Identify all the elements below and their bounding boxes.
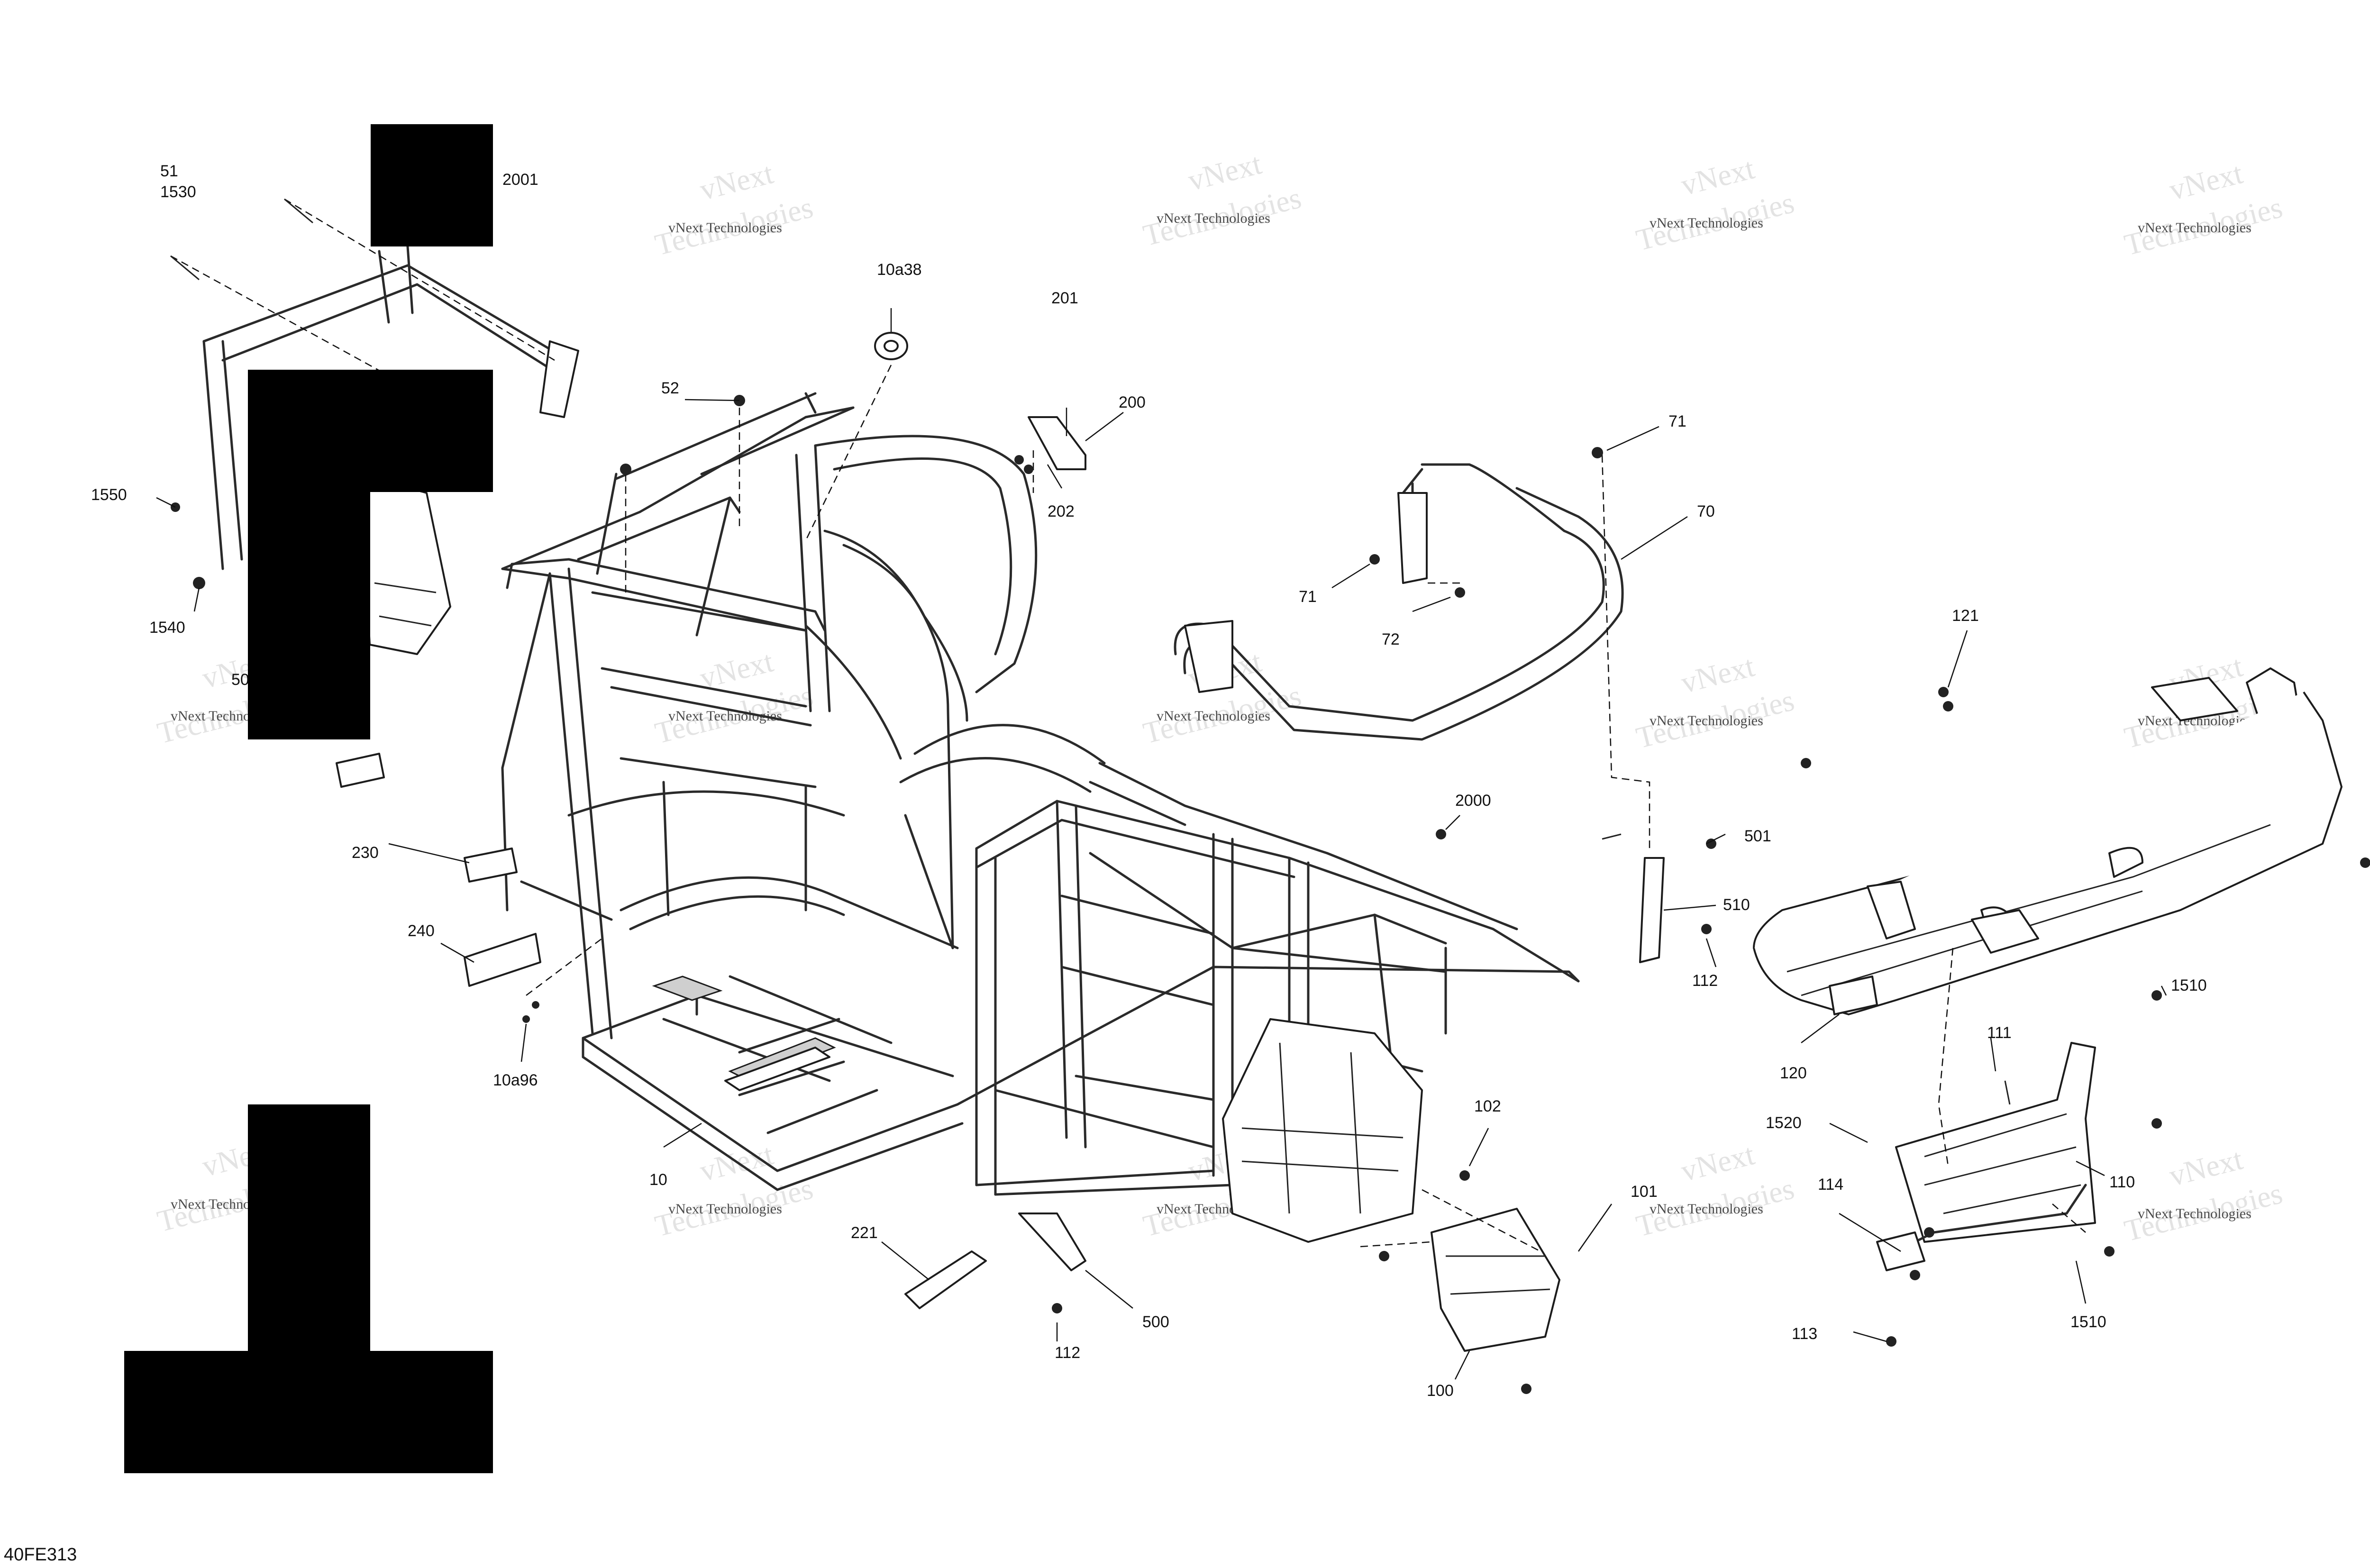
callout-72: 72 [1382,630,1400,648]
callout-52: 52 [661,379,679,397]
watermark-mark: vNext [1677,649,1758,700]
callout-501: 501 [1744,827,1771,845]
rear-bumper [1174,463,1624,741]
redaction-bottom-base [124,1351,493,1473]
front-bumper [1753,667,2343,1015]
watermark-mark: vNext [696,156,776,207]
redaction-bottom-stem [248,1104,370,1351]
callout-10a96: 10a96 [493,1071,538,1089]
redaction-left-mid [248,492,370,739]
callout-201: 201 [1051,289,1078,307]
watermark-small: vNext Technologies [1650,1201,1763,1217]
callout-labels: 51 1530 2001 10a38 201 200 202 52 71 70 … [91,162,2207,1400]
callout-510: 510 [1723,896,1750,914]
callout-1510-a: 1510 [2171,976,2207,994]
callout-102: 102 [1474,1097,1501,1115]
watermark-small: vNext Technologies [1157,708,1270,724]
callout-10a38: 10a38 [877,261,922,279]
main-frame [501,392,1580,1243]
callout-121: 121 [1952,607,1979,625]
callout-240: 240 [408,922,435,940]
diagram-code: 40FE313 [4,1545,77,1565]
watermark-small: vNext Technologies [668,1201,782,1217]
watermark-small: vNext Technologies [668,220,782,236]
watermark-small: vNext Technologies [1650,713,1763,729]
watermark-small: vNext Technologies [1650,215,1763,231]
callout-120: 120 [1780,1064,1807,1082]
callout-110: 110 [2109,1173,2135,1191]
watermark-mark: vNext [2166,1142,2246,1193]
leader-lines [156,308,2167,1380]
callout-114: 114 [1818,1176,1843,1194]
redaction-blocks [124,124,493,1473]
watermark-mark: vNext [2166,156,2246,207]
redaction-left-upper [248,370,493,492]
callout-500: 500 [1142,1313,1169,1331]
callout-71-a: 71 [1668,412,1686,430]
callout-202: 202 [1048,502,1075,520]
callout-1550: 1550 [91,486,127,504]
callout-2000: 2000 [1455,792,1491,810]
callout-112-b: 112 [1055,1344,1080,1362]
watermark-small: vNext Technologies [1157,210,1270,226]
callout-221: 221 [851,1224,878,1242]
callout-10: 10 [649,1171,667,1189]
callout-2001: 2001 [502,171,538,189]
callout-112-a: 112 [1692,972,1718,990]
callout-1540: 1540 [149,619,185,637]
watermark-mark: vNext [1677,151,1758,202]
callout-70: 70 [1697,502,1715,520]
callout-111: 111 [1987,1024,2012,1042]
callout-200: 200 [1119,393,1146,411]
callout-1520: 1520 [1766,1114,1802,1132]
redaction-top [371,124,493,246]
callout-51: 51 [160,162,178,180]
callout-230: 230 [352,844,379,862]
callout-113: 113 [1792,1325,1817,1343]
watermark-small: vNext Technologies [2138,1206,2252,1222]
callout-1510-b: 1510 [2070,1313,2106,1331]
callout-100: 100 [1427,1382,1454,1400]
brackets [336,332,1665,1352]
callout-1530: 1530 [160,183,196,201]
fasteners [170,198,2370,1394]
callout-101: 101 [1631,1183,1658,1201]
watermark-mark: vNext [1677,1137,1758,1188]
watermark-mark: vNext [1185,146,1265,197]
callout-50: 50 [231,671,249,689]
front-guard [1876,1042,2096,1271]
watermark-small: vNext Technologies [2138,220,2252,236]
assembly-lines [170,198,2086,1252]
callout-71-b: 71 [1299,588,1317,606]
